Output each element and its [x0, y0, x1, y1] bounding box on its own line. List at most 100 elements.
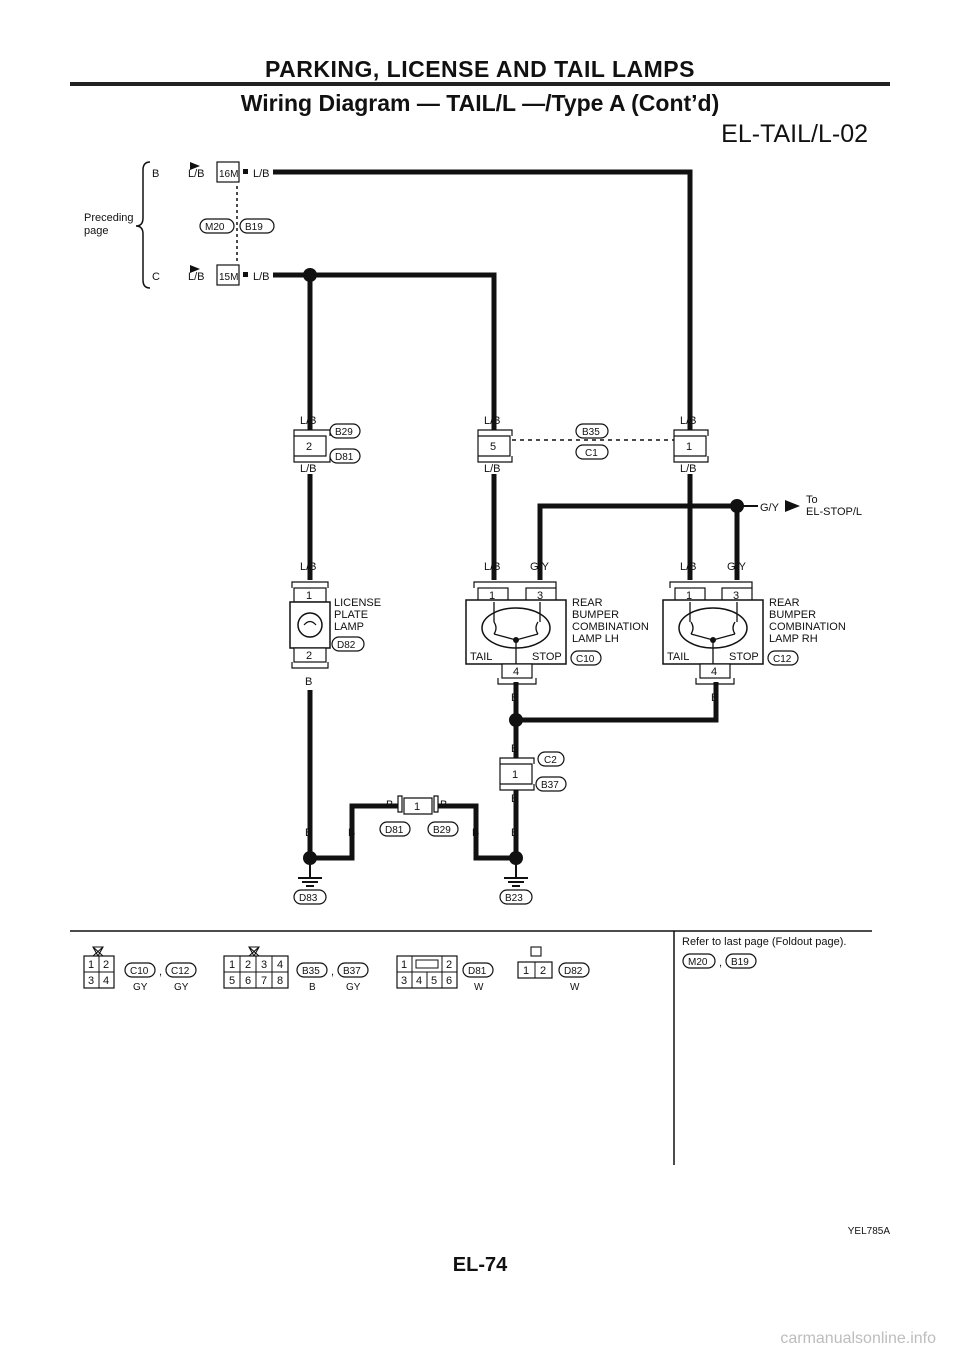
pin-2: 2: [306, 441, 312, 453]
ref-m20-label: M20: [688, 957, 708, 968]
wire-label: L/B: [680, 561, 697, 573]
arrow-b-label: B: [152, 168, 159, 180]
pin-4: 4: [711, 666, 717, 678]
tail-label: TAIL: [470, 651, 492, 663]
pin-1: 1: [306, 590, 312, 602]
wire-label: B: [386, 799, 393, 811]
conn-b19-label: B19: [245, 222, 263, 233]
wire-label: L/B: [680, 415, 697, 427]
conn-d81-label: D81: [385, 825, 404, 836]
view-gy-color: GY: [174, 982, 189, 993]
rear-label-lh: LAMP LH: [572, 633, 619, 645]
conn-b29-label: B29: [335, 427, 353, 438]
comma: ,: [159, 966, 162, 978]
pin-3: 3: [537, 590, 543, 602]
wire-label: L/B: [300, 463, 317, 475]
connector-face-b35-b37: 1 2 3 4 5 6 7 8: [223, 946, 289, 989]
wire-label: B: [511, 827, 518, 839]
pin: 5: [229, 975, 235, 987]
view-c10-label: C10: [130, 966, 149, 977]
rear-label-2: BUMPER: [769, 609, 816, 621]
view-w-color: W: [474, 982, 484, 993]
conn-b19: [239, 218, 275, 234]
pin: 1: [401, 959, 407, 971]
wire-gy-stop: [537, 503, 740, 580]
wire-lb-16m: [273, 169, 693, 436]
view-d82-label: D82: [564, 966, 583, 977]
arrow-c-label: C: [152, 271, 160, 283]
view-gy-color: GY: [133, 982, 148, 993]
conn-c2-label: C2: [544, 755, 557, 766]
wire-label: B: [511, 793, 518, 805]
stop-label: STOP: [729, 651, 759, 663]
connector-face-d82: 1 2: [517, 946, 553, 979]
comma: ,: [719, 957, 722, 969]
wire-label: G/Y: [530, 561, 550, 573]
wire-label: L/B: [188, 168, 205, 180]
connector-face-c10-c12: 1 2 3 4: [83, 946, 115, 989]
rear-label-3: COMBINATION: [572, 621, 649, 633]
rear-label-2: BUMPER: [572, 609, 619, 621]
conn-b37-label: B37: [541, 780, 559, 791]
reference-note: Refer to last page (Foldout page).: [682, 936, 847, 948]
joint-connector-15m: [216, 264, 240, 286]
pin-3: 3: [733, 590, 739, 602]
pin: 3: [261, 959, 267, 971]
conn-15m-label: 15M: [219, 272, 238, 283]
pin: 1: [523, 965, 529, 977]
pin: 8: [277, 975, 283, 987]
ground-b23-label: B23: [505, 893, 523, 904]
wire-label: B: [305, 827, 312, 839]
wire-label: G/Y: [760, 502, 780, 514]
pin: 6: [245, 975, 251, 987]
wire-label: B: [305, 676, 312, 688]
wire-label: L/B: [484, 415, 501, 427]
diagram-subtitle: Wiring Diagram — TAIL/L —/Type A (Cont’d…: [240, 90, 720, 116]
wire-label: L/B: [484, 561, 501, 573]
wire-label: B: [440, 799, 447, 811]
rear-label-1: REAR: [572, 597, 603, 609]
conn-c2-b37: [499, 757, 535, 791]
pin-2: 2: [306, 650, 312, 662]
pin: 7: [261, 975, 267, 987]
pin: 1: [88, 959, 94, 971]
tail-label: TAIL: [667, 651, 689, 663]
wire-lb-15m: [273, 272, 497, 436]
pin: 1: [229, 959, 235, 971]
conn-b35-label: B35: [582, 427, 600, 438]
license-label-3: LAMP: [334, 621, 364, 633]
wire-label: L/B: [300, 561, 317, 573]
wire-label: L/B: [300, 415, 317, 427]
pin: 2: [103, 959, 109, 971]
wire-label: B: [511, 743, 518, 755]
arrow-b-icon: [190, 162, 200, 170]
pin: 2: [540, 965, 546, 977]
diagram-code: EL-TAIL/L-02: [721, 120, 868, 148]
wire-label: B: [348, 827, 355, 839]
pin-1: 1: [512, 769, 518, 781]
wire-label: B: [511, 692, 518, 704]
wire-b-d81: [310, 803, 402, 861]
pin: 4: [103, 975, 109, 987]
ref-b19-label: B19: [731, 957, 749, 968]
comma: ,: [331, 966, 334, 978]
pin: 4: [277, 959, 283, 971]
junction-dot: [730, 499, 744, 513]
wire-label: G/Y: [727, 561, 747, 573]
wire-label: L/B: [680, 463, 697, 475]
header-rule-top: [70, 82, 890, 86]
wire-label: L/B: [253, 271, 270, 283]
preceding-label-2: page: [84, 225, 108, 237]
pin: 2: [245, 959, 251, 971]
conn-c10-label: C10: [576, 654, 595, 665]
conn-c1-label: C1: [585, 448, 598, 459]
conn-b35-c1-pin5: [477, 429, 513, 463]
pin-1: 1: [414, 801, 420, 813]
conn-d82-label: D82: [337, 640, 356, 651]
wire-b-rh: [516, 682, 719, 723]
rear-label-1: REAR: [769, 597, 800, 609]
preceding-brace: [135, 161, 151, 289]
pin: 5: [431, 975, 437, 987]
view-w-color: W: [570, 982, 580, 993]
